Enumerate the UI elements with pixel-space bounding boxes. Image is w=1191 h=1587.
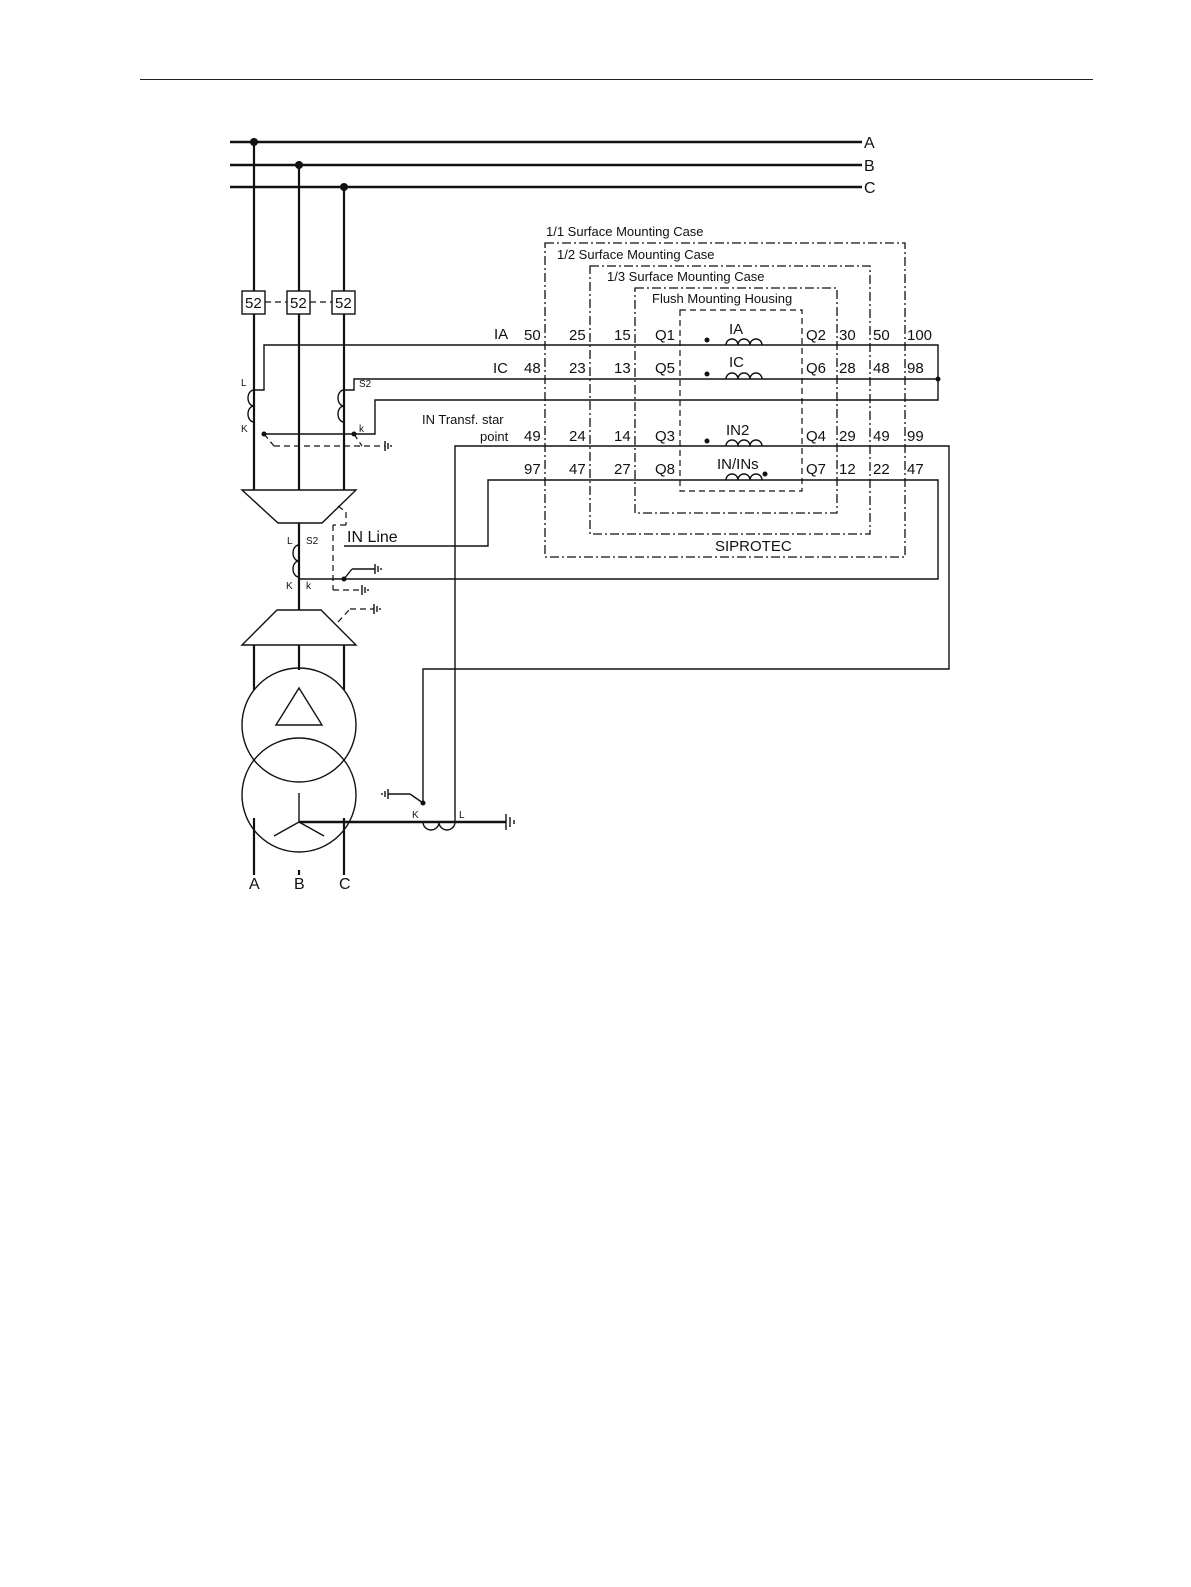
breaker-b-label: 52: [290, 295, 307, 312]
terminal-right: Q6: [806, 360, 826, 377]
coil-label-ic: IC: [729, 354, 744, 371]
ct-a-mark-k: K: [241, 424, 248, 435]
terminal-right: 29: [839, 428, 856, 445]
terminal-left: 97: [524, 461, 541, 478]
transformer-terminal-c: C: [339, 876, 351, 893]
signal-label-ic: IC: [493, 360, 508, 377]
signal-label-in-transf-2: point: [480, 429, 509, 444]
ct-a-coil: [247, 389, 255, 423]
signal-label-ia: IA: [494, 326, 508, 343]
signal-label-in-transf-1: IN Transf. star: [422, 412, 504, 427]
terminal-right: 98: [907, 360, 924, 377]
relay-input-coils: IA IC IN2 IN/INs: [704, 321, 768, 481]
terminal-right: 100: [907, 327, 932, 344]
terminal-right: 12: [839, 461, 856, 478]
terminal-left: 48: [524, 360, 541, 377]
terminal-left: Q1: [655, 327, 675, 344]
delta-symbol: [274, 686, 324, 726]
terminal-left: 15: [614, 327, 631, 344]
ct-a-mark-l: L: [241, 378, 247, 389]
terminal-left: Q5: [655, 360, 675, 377]
phase-conductors: [252, 142, 346, 875]
signal-labels: IA IC IN Transf. star point: [422, 326, 509, 444]
transformer-star-winding: [241, 737, 357, 853]
ct-c-coil: [337, 389, 345, 423]
device-label: SIPROTEC: [715, 538, 792, 555]
case-label-flush: Flush Mounting Housing: [652, 291, 792, 306]
ct-line-coil: [292, 544, 300, 578]
ct-neutral-coil: [422, 821, 456, 831]
ct-c-mark-s2: S2: [359, 379, 372, 390]
terminal-right: 30: [839, 327, 856, 344]
terminal-numbers: 50 25 15 Q1 Q2 30 50 100 48 23 13 Q5 Q6 …: [524, 327, 932, 478]
terminal-left: 14: [614, 428, 631, 445]
ct-neutral-mark-l: L: [459, 810, 465, 821]
terminal-left: 50: [524, 327, 541, 344]
coil-in2: [725, 439, 763, 447]
terminal-right: Q4: [806, 428, 826, 445]
lower-disconnector: [240, 604, 381, 646]
phase-current-transformers: L K S2 k: [241, 378, 392, 451]
terminal-left: 13: [614, 360, 631, 377]
terminal-left: Q3: [655, 428, 675, 445]
busbars: A B C: [230, 135, 876, 197]
ct-line-mark-k-upper: K: [286, 581, 293, 592]
coil-label-ia: IA: [729, 321, 743, 338]
terminal-right: 48: [873, 360, 890, 377]
header-rule: [140, 79, 1093, 80]
case-label-1-2: 1/2 Surface Mounting Case: [557, 247, 715, 262]
coil-in-ins: [725, 473, 763, 481]
bus-label-b: B: [864, 158, 875, 175]
terminal-right: Q2: [806, 327, 826, 344]
coil-ic: [725, 372, 763, 380]
terminal-left: 49: [524, 428, 541, 445]
bus-label-a: A: [864, 135, 875, 152]
coil-label-in-ins: IN/INs: [717, 456, 759, 473]
transformer-terminal-a: A: [249, 876, 260, 893]
breaker-c-label: 52: [335, 295, 352, 312]
neutral-earthing: K L: [299, 789, 515, 831]
terminal-right: 99: [907, 428, 924, 445]
line-current-transformer: L S2 K k IN Line: [286, 529, 398, 595]
terminal-left: Q8: [655, 461, 675, 478]
coil-label-in2: IN2: [726, 422, 749, 439]
breaker-a-label: 52: [245, 295, 262, 312]
ct-neutral-mark-k: K: [412, 810, 419, 821]
case-label-1-3: 1/3 Surface Mounting Case: [607, 269, 765, 284]
coil-ia: [725, 338, 763, 346]
housing-outlines: 1/1 Surface Mounting Case 1/2 Surface Mo…: [544, 224, 906, 558]
ct-line-mark-s2: S2: [306, 536, 319, 547]
circuit-breakers: 52 52 52: [241, 290, 356, 315]
bus-label-c: C: [864, 180, 876, 197]
transformer-delta-winding: [241, 667, 357, 783]
terminal-left: 24: [569, 428, 586, 445]
signal-wiring: [254, 344, 950, 822]
terminal-right: 50: [873, 327, 890, 344]
terminal-left: 25: [569, 327, 586, 344]
ct-c-mark-k: k: [359, 424, 365, 435]
terminal-left: 27: [614, 461, 631, 478]
terminal-left: 47: [569, 461, 586, 478]
case-label-1-1: 1/1 Surface Mounting Case: [546, 224, 704, 239]
power-transformer: A B C: [241, 667, 357, 893]
ct-line-mark-l: L: [287, 536, 293, 547]
terminal-right: 22: [873, 461, 890, 478]
terminal-right: 47: [907, 461, 924, 478]
terminal-right: 28: [839, 360, 856, 377]
terminal-right: Q7: [806, 461, 826, 478]
terminal-right: 49: [873, 428, 890, 445]
in-line-label: IN Line: [347, 529, 398, 546]
transformer-terminal-b: B: [294, 876, 305, 893]
terminal-left: 23: [569, 360, 586, 377]
ct-line-mark-k-lower: k: [306, 581, 312, 592]
